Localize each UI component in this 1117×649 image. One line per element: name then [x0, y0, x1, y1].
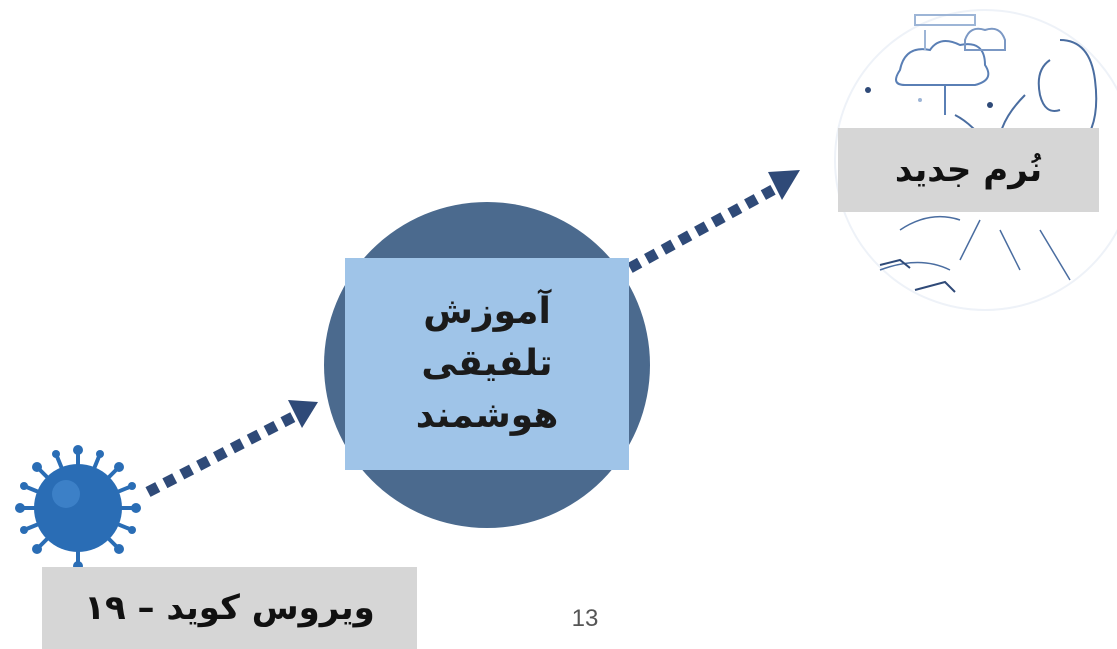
page-number: 13 — [571, 605, 599, 632]
virus-icon — [15, 445, 141, 571]
arrow-center-to-new-norm — [627, 170, 800, 273]
center-node-line-2: تلفیقی — [421, 342, 553, 384]
center-node-line-3: هوشمند — [415, 395, 559, 437]
new-norm-label: نُرم جدید — [838, 128, 1099, 212]
center-node-line-1: آموزش — [423, 290, 551, 332]
arrow-virus-to-center — [145, 400, 318, 497]
virus-label: ویروس کوید – ۱۹ — [42, 567, 417, 649]
center-node: آموزش تلفیقی هوشمند — [345, 258, 629, 470]
